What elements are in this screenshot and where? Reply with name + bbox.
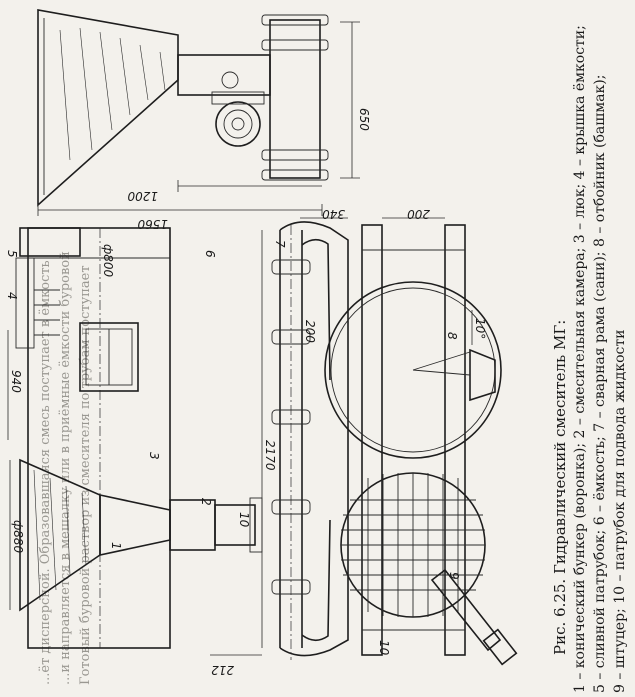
side-view: ф880 940 ф800 212	[7, 227, 263, 677]
caption-line-1: 1 – конический бункер (воронка); 2 – сме…	[572, 25, 588, 693]
callout-3: 3	[147, 452, 161, 460]
callout-5: 5	[5, 250, 19, 258]
callout-10-plan: 10	[377, 640, 391, 656]
caption-line-2: 5 – сливной патрубок; 6 – ёмкость; 7 – с…	[592, 75, 608, 693]
callout-4: 4	[5, 292, 19, 300]
callout-10: 10	[237, 512, 251, 528]
caption-title: Рис. 6.25. Гидравлический смеситель МГ:	[551, 320, 569, 655]
bg-text-b: Готовый буровой раствор из смесителя по …	[78, 265, 93, 685]
callout-6: 6	[203, 250, 217, 258]
side-cover-edge	[15, 257, 35, 349]
top-rail-1	[261, 14, 329, 26]
elev-sled-bend-top	[279, 221, 349, 380]
callout-9: 9	[447, 572, 461, 580]
callout-1: 1	[109, 542, 123, 550]
top-rail-4	[261, 169, 329, 181]
top-funnel-texture	[59, 27, 166, 161]
top-flange-inner	[223, 109, 253, 139]
dim-200-a: 200	[303, 320, 317, 343]
top-frame	[269, 19, 321, 179]
dim-940: 940	[9, 370, 23, 393]
elev-sled-bend-bottom-inner	[301, 519, 331, 642]
top-valve	[221, 71, 239, 89]
dim-angle: 10°	[473, 318, 487, 339]
callout-7: 7	[273, 240, 287, 248]
callouts: 1 2 3 4 5 6 7 8 9 10 10	[5, 240, 461, 656]
dim-880: ф880	[11, 520, 25, 554]
side-hatch	[79, 322, 139, 392]
top-view: 650 1560 1200	[37, 9, 371, 231]
dim-650: 650	[357, 108, 371, 131]
top-flange	[215, 101, 261, 147]
side-funnel-texture	[33, 469, 87, 601]
elev-sled-bend-top-inner	[301, 238, 331, 381]
dim-2170: 2170	[263, 440, 277, 471]
top-flange-hole	[231, 117, 245, 131]
top-pipe	[177, 54, 271, 96]
top-rail-2	[261, 39, 329, 51]
callout-8: 8	[445, 332, 459, 340]
plan-mesh-grid	[341, 473, 485, 617]
plan-inlet	[482, 628, 518, 666]
side-inlet-pipe	[214, 504, 256, 546]
callout-2: 2	[199, 498, 213, 506]
plan-skid-right	[444, 224, 466, 656]
elevation-view: 2170 340 200	[261, 207, 349, 660]
top-rail-3	[261, 149, 329, 161]
caption: Рис. 6.25. Гидравлический смеситель МГ: …	[551, 25, 628, 693]
dim-212: 212	[211, 663, 234, 677]
side-tank	[27, 227, 171, 649]
plan-fitting	[430, 568, 502, 652]
dim-200-b: 200	[407, 207, 430, 221]
bg-text-a: ...и направляется в мешалку или в приёмн…	[58, 251, 73, 685]
bg-text-top: ...ёт дисперсной. Образовавшаяся смесь п…	[38, 260, 53, 685]
side-chamber-flange	[169, 499, 216, 551]
plan-view: 10° 200	[324, 207, 518, 666]
dim-800: ф800	[101, 244, 115, 278]
dim-1560: 1560	[137, 217, 168, 231]
elev-sled-bend-bottom	[279, 520, 349, 657]
dim-1200: 1200	[127, 189, 158, 203]
plan-skid-left	[361, 224, 383, 656]
background-text: ...ёт дисперсной. Образовавшаяся смесь п…	[38, 251, 93, 685]
side-cover	[19, 227, 81, 257]
top-funnel	[37, 9, 179, 207]
dim-340: 340	[322, 207, 345, 221]
caption-line-3: 9 – штуцер; 10 – патрубок для подвода жи…	[612, 330, 628, 693]
top-flange-plate	[211, 91, 265, 105]
plan-tank	[324, 281, 502, 459]
plan-deflector	[469, 348, 496, 402]
